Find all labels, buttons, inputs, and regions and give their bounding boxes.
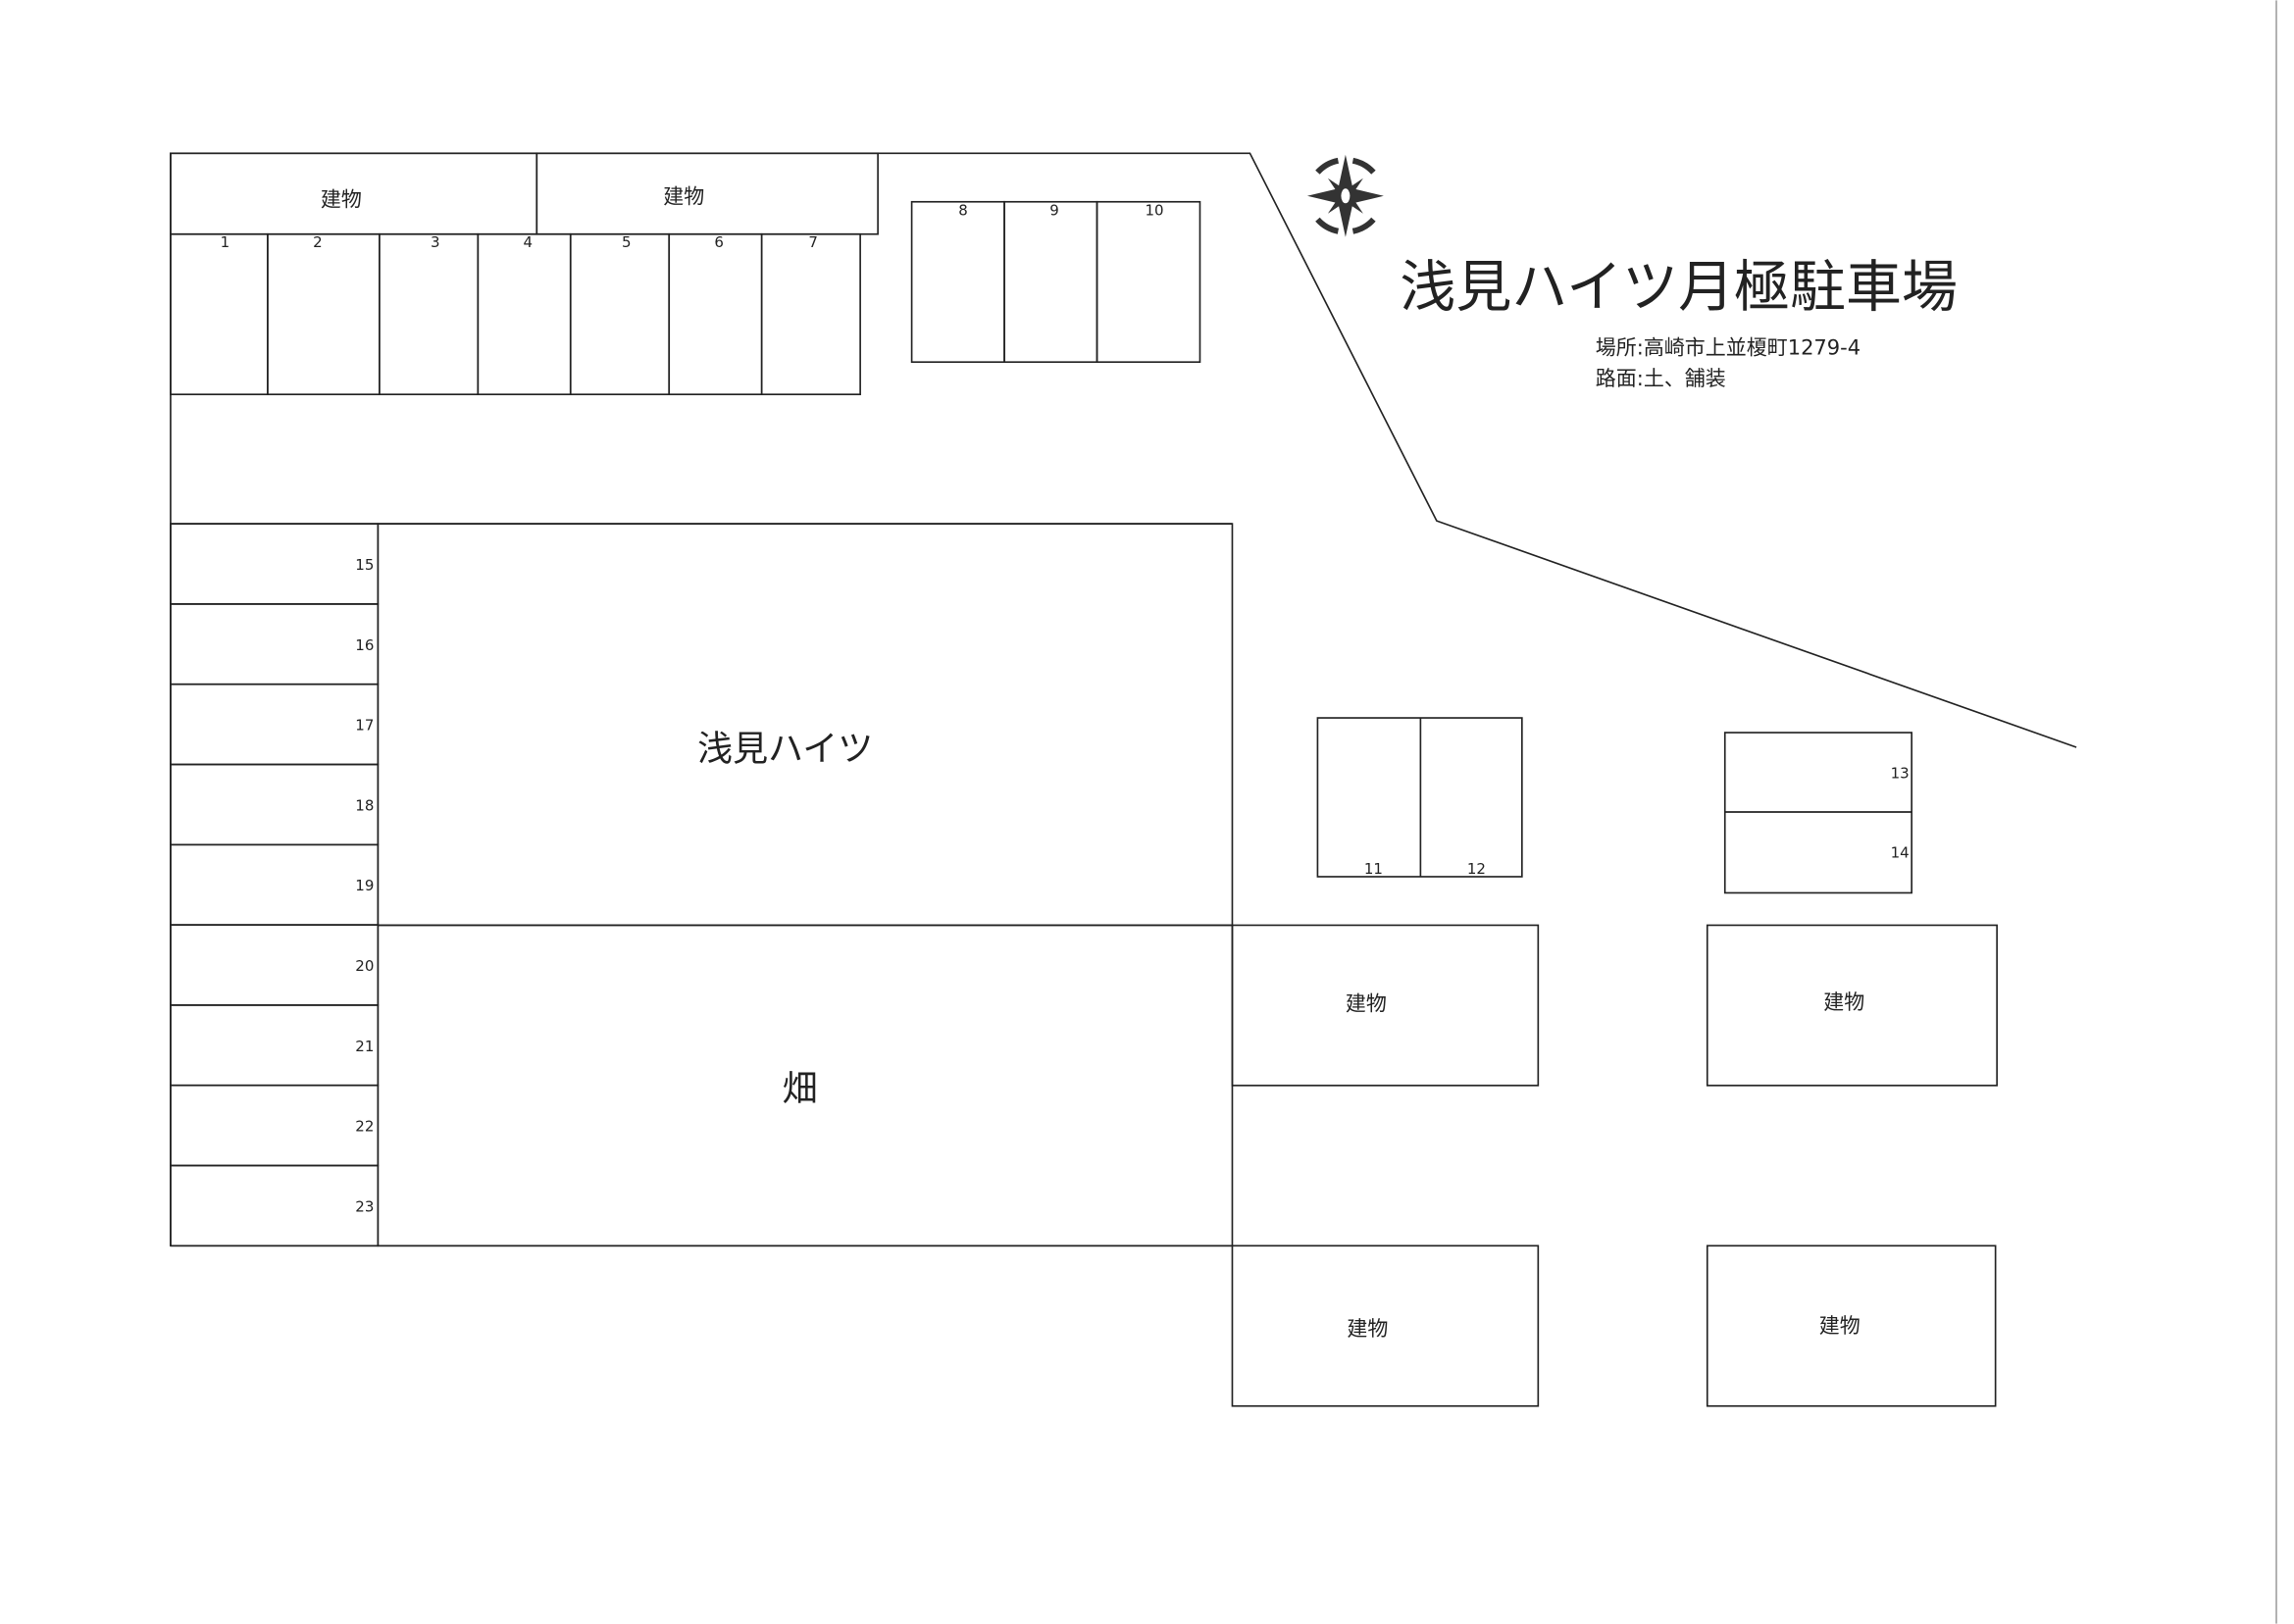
spot-number: 14 bbox=[1891, 843, 1910, 861]
location-text: 場所:高崎市上並榎町1279-4 bbox=[1596, 336, 1861, 360]
spot-number: 22 bbox=[355, 1118, 374, 1136]
parking-spot-20[interactable] bbox=[170, 924, 380, 1006]
spot-number: 6 bbox=[714, 233, 724, 251]
spot-number: 3 bbox=[431, 233, 440, 251]
spot-number: 9 bbox=[1049, 201, 1059, 219]
building-top-left: 建物 bbox=[170, 152, 538, 235]
parking-spot-19[interactable] bbox=[170, 843, 380, 926]
spot-number: 13 bbox=[1891, 765, 1910, 783]
parking-column-15-23: 15 16 17 18 19 20 21 22 23 bbox=[170, 523, 380, 1247]
main-building-asami-heights: 浅見ハイツ bbox=[377, 523, 1234, 927]
site-boundary bbox=[170, 152, 2077, 1246]
parking-spot-17[interactable] bbox=[170, 683, 380, 766]
spot-number: 16 bbox=[355, 636, 374, 654]
parking-spot-9[interactable] bbox=[1003, 200, 1098, 364]
building-label: 建物 bbox=[1823, 990, 1864, 1014]
spot-number: 23 bbox=[355, 1197, 374, 1215]
building-label: 建物 bbox=[1346, 991, 1387, 1015]
spot-number: 21 bbox=[355, 1038, 374, 1055]
building-label: 建物 bbox=[1819, 1314, 1861, 1338]
parking-pair-11-12: 11 12 bbox=[1316, 717, 1523, 878]
spot-number: 7 bbox=[808, 233, 818, 251]
spot-number: 8 bbox=[958, 201, 968, 219]
building-label: 建物 bbox=[1347, 1317, 1388, 1341]
spot-number: 10 bbox=[1145, 201, 1163, 219]
parking-spot-18[interactable] bbox=[170, 763, 380, 846]
building-label: 建物 bbox=[321, 187, 362, 211]
building-right-4: 建物 bbox=[1706, 1244, 1997, 1407]
field-area: 畑 bbox=[377, 924, 1234, 1247]
building-right-3: 建物 bbox=[1231, 1244, 1540, 1407]
parking-spot-21[interactable] bbox=[170, 1004, 380, 1087]
parking-spot-8[interactable] bbox=[910, 200, 1005, 364]
parking-spot-1[interactable] bbox=[170, 232, 269, 396]
spot-number: 11 bbox=[1364, 860, 1383, 878]
parking-spot-15[interactable] bbox=[170, 523, 380, 605]
field-label: 畑 bbox=[783, 1069, 818, 1109]
parking-spot-16[interactable] bbox=[170, 603, 380, 685]
parking-spot-22[interactable] bbox=[170, 1084, 380, 1167]
parking-row-1-7: 1 2 3 4 5 6 7 bbox=[170, 232, 861, 396]
parking-spot-6[interactable] bbox=[668, 232, 763, 396]
spot-number: 15 bbox=[355, 556, 374, 574]
building-top-center: 建物 bbox=[535, 152, 879, 235]
parking-spot-10[interactable] bbox=[1096, 200, 1201, 364]
parking-spot-5[interactable] bbox=[569, 232, 671, 396]
parking-pair-13-14: 13 14 bbox=[1723, 732, 1912, 894]
parking-row-8-10: 8 9 10 bbox=[910, 200, 1201, 364]
spot-number: 1 bbox=[221, 233, 230, 251]
main-building-label: 浅見ハイツ bbox=[697, 730, 873, 770]
parking-spot-3[interactable] bbox=[379, 232, 480, 396]
compass-rose-icon bbox=[1306, 154, 1384, 237]
spot-number: 12 bbox=[1467, 860, 1486, 878]
parking-spot-4[interactable] bbox=[477, 232, 572, 396]
spot-number: 5 bbox=[622, 233, 632, 251]
spot-number: 19 bbox=[355, 877, 374, 894]
parking-spot-7[interactable] bbox=[760, 232, 861, 396]
page-title: 浅見ハイツ月極駐車場 bbox=[1400, 255, 1958, 320]
spot-number: 2 bbox=[313, 233, 323, 251]
spot-number: 18 bbox=[355, 796, 374, 814]
building-right-2: 建物 bbox=[1706, 924, 1998, 1087]
spot-number: 20 bbox=[355, 957, 374, 975]
building-right-1: 建物 bbox=[1231, 924, 1540, 1087]
surface-text: 路面:土、舗装 bbox=[1596, 367, 1726, 390]
building-label: 建物 bbox=[663, 184, 704, 208]
spot-number: 4 bbox=[523, 233, 533, 251]
parking-spot-23[interactable] bbox=[170, 1164, 380, 1247]
spot-number: 17 bbox=[355, 717, 374, 735]
parking-spot-2[interactable] bbox=[267, 232, 381, 396]
